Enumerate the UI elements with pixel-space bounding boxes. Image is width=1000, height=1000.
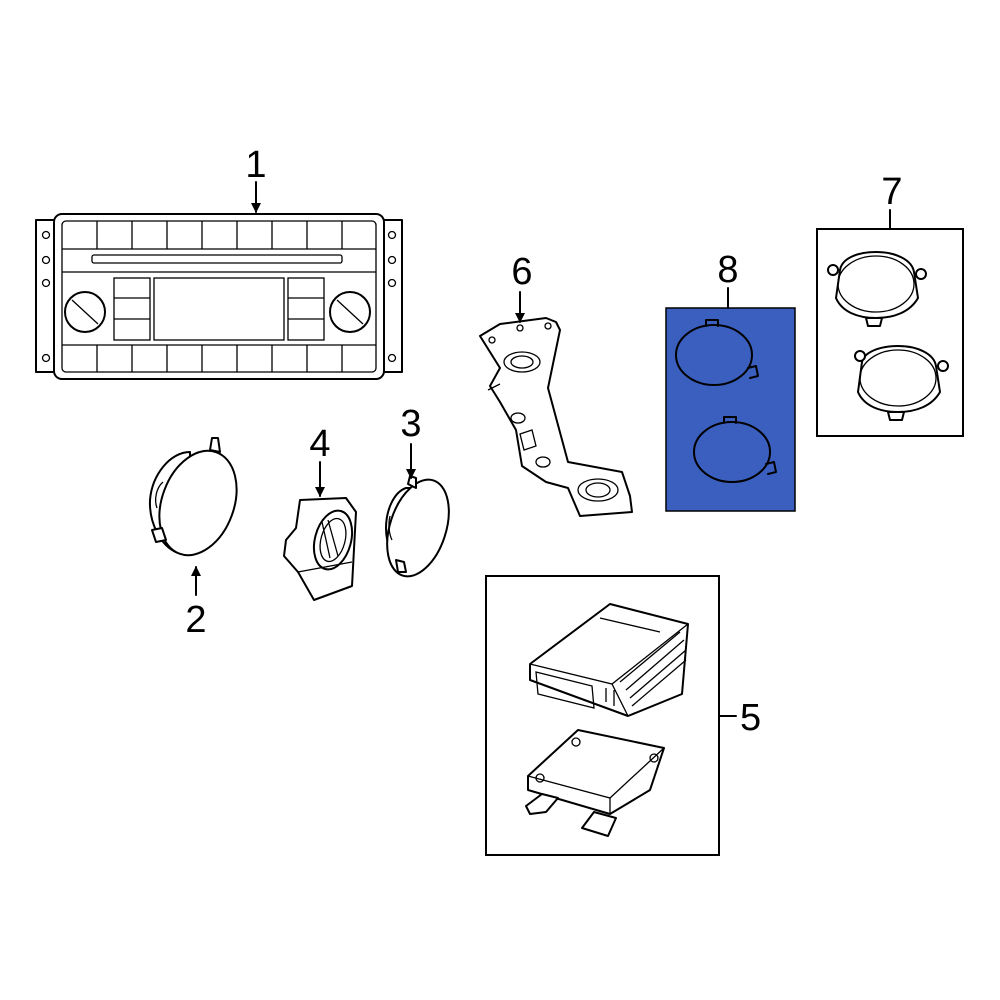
callout-6: 6 — [511, 251, 533, 323]
highlight-box — [665, 307, 796, 512]
callout-8: 8 — [717, 249, 739, 309]
radio-head-unit[interactable] — [35, 213, 403, 380]
callout-label-3: 3 — [400, 403, 421, 445]
speaker-pair-highlighted[interactable] — [665, 307, 796, 512]
callout-7: 7 — [881, 171, 903, 230]
callout-1: 1 — [245, 144, 267, 213]
rear-speaker-pair[interactable] — [816, 228, 964, 437]
callout-4: 4 — [309, 423, 331, 497]
callout-label-5: 5 — [740, 697, 761, 739]
callout-label-6: 6 — [511, 251, 532, 293]
callout-label-7: 7 — [881, 171, 902, 213]
callout-5: 5 — [718, 697, 761, 739]
amplifier-module-group[interactable] — [485, 575, 720, 856]
front-door-speaker[interactable] — [146, 437, 251, 566]
speaker-bracket[interactable] — [283, 497, 358, 601]
callout-3: 3 — [400, 403, 422, 479]
instrument-panel-speaker[interactable] — [376, 472, 460, 584]
callout-label-1: 1 — [245, 144, 266, 186]
callout-label-4: 4 — [309, 423, 330, 465]
mounting-bracket[interactable] — [479, 317, 633, 517]
callout-label-8: 8 — [717, 249, 738, 291]
callout-2: 2 — [185, 566, 207, 641]
callout-label-2: 2 — [185, 599, 206, 641]
